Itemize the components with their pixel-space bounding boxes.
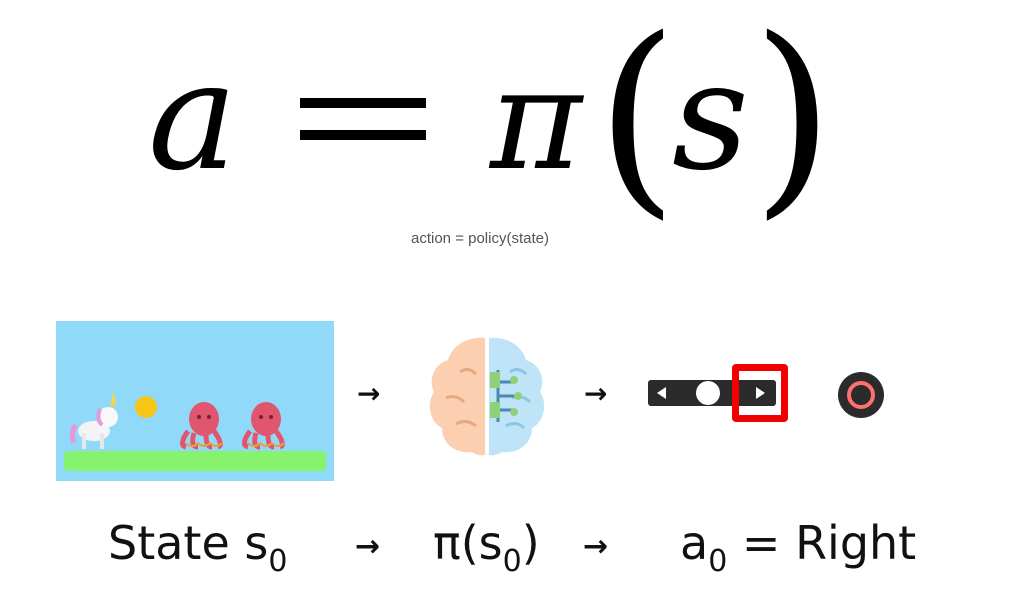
coin-icon	[135, 396, 157, 418]
unicorn-icon	[69, 391, 118, 449]
game-scene-icon	[56, 321, 334, 481]
formula-action-symbol: a	[148, 30, 237, 204]
label-arrow: →	[355, 529, 381, 564]
octopus-enemy-icon	[242, 402, 285, 450]
formula-equals-bottom	[300, 130, 426, 140]
formula-equals-top	[300, 98, 426, 108]
state-label: State s0	[108, 520, 287, 577]
action-label-value: = Right	[727, 516, 917, 570]
record-button-icon	[838, 372, 884, 418]
action-label-symbol: a	[680, 516, 709, 570]
flow-arrow: →	[357, 377, 381, 410]
octopus-enemy-icon	[180, 402, 223, 450]
flow-arrow: →	[584, 377, 608, 410]
state-label-subscript: 0	[268, 544, 288, 579]
formula-open-paren: (	[596, 0, 678, 230]
right-button-highlight	[732, 364, 788, 422]
formula-state-symbol: s	[672, 30, 749, 204]
controller-icon	[648, 364, 790, 424]
formula-pi-symbol: π	[488, 39, 585, 202]
left-arrow-icon	[652, 383, 672, 403]
action-label: a0 = Right	[680, 520, 916, 577]
controller-knob	[696, 381, 720, 405]
ground-platform	[64, 451, 326, 471]
policy-label-text: π(s	[433, 516, 503, 570]
action-label-subscript: 0	[708, 544, 728, 579]
record-ring	[847, 381, 875, 409]
brain-ai-icon	[426, 332, 548, 460]
right-arrow-icon	[748, 380, 772, 406]
label-arrow: →	[583, 529, 609, 564]
formula-caption: action = policy(state)	[411, 230, 549, 247]
policy-label: π(s0)	[433, 520, 540, 577]
policy-label-subscript: 0	[502, 544, 522, 579]
formula-close-paren: )	[752, 0, 834, 230]
policy-label-close: )	[521, 516, 540, 570]
policy-formula: a π ( s )	[0, 0, 1026, 230]
state-label-text: State s	[108, 516, 269, 570]
